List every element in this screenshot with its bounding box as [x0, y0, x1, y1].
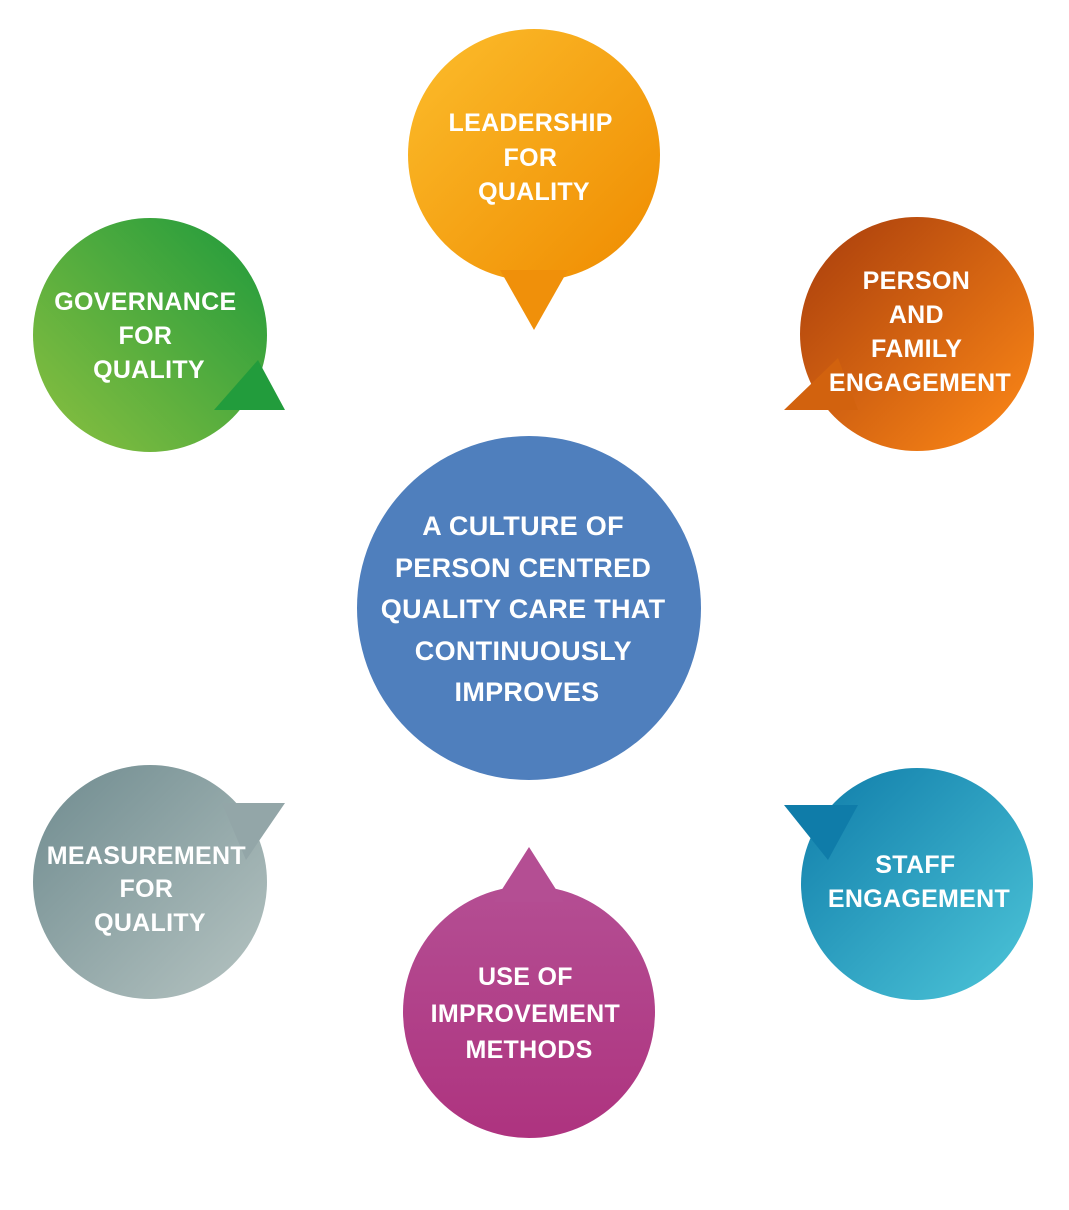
staff-line-1: STAFF [875, 851, 955, 879]
person-family-bubble: PERSON AND FAMILY ENGAGEMENT [784, 217, 1034, 451]
governance-text: GOVERNANCE FOR QUALITY [54, 288, 243, 384]
improvement-methods-line-1: USE OF [478, 963, 573, 991]
center-line-2: PERSON CENTRED [395, 553, 651, 583]
center-line-1: A CULTURE OF [422, 511, 624, 541]
measurement-circle [33, 765, 267, 999]
measurement-line-1: MEASUREMENT [47, 842, 246, 870]
person-family-pointer [784, 358, 858, 410]
staff-text: STAFF ENGAGEMENT [828, 851, 1010, 913]
leadership-text: LEADERSHIP FOR QUALITY [449, 109, 620, 206]
governance-line-2: FOR [119, 322, 173, 350]
improvement-methods-circle [403, 886, 655, 1138]
staff-bubble: STAFF ENGAGEMENT [784, 768, 1033, 1000]
leadership-line-2: FOR [504, 144, 558, 172]
center-line-3: QUALITY CARE THAT [381, 594, 666, 624]
improvement-methods-line-2: IMPROVEMENT [431, 1000, 620, 1028]
governance-bubble: GOVERNANCE FOR QUALITY [33, 218, 285, 452]
person-family-line-1: PERSON [863, 267, 970, 295]
governance-circle [33, 218, 267, 452]
leadership-line-3: QUALITY [478, 178, 590, 206]
center-line-4: CONTINUOUSLY [415, 636, 632, 666]
measurement-line-2: FOR [120, 875, 174, 903]
person-family-line-2: AND [889, 301, 944, 329]
person-family-line-3: FAMILY [871, 335, 962, 363]
person-family-line-4: ENGAGEMENT [829, 369, 1011, 397]
governance-pointer [214, 360, 285, 410]
leadership-line-1: LEADERSHIP [449, 109, 613, 137]
leadership-circle [408, 29, 660, 281]
center-circle [357, 436, 701, 780]
measurement-pointer [222, 803, 285, 860]
leadership-pointer [500, 270, 568, 330]
measurement-text: MEASUREMENT FOR QUALITY [47, 842, 253, 937]
center-bubble: A CULTURE OF PERSON CENTRED QUALITY CARE… [357, 436, 701, 780]
governance-line-3: QUALITY [93, 356, 205, 384]
person-family-text: PERSON AND FAMILY ENGAGEMENT [829, 267, 1011, 397]
person-family-circle [800, 217, 1034, 451]
staff-circle [801, 768, 1033, 1000]
staff-line-2: ENGAGEMENT [828, 885, 1010, 913]
center-text: A CULTURE OF PERSON CENTRED QUALITY CARE… [381, 511, 673, 707]
measurement-line-3: QUALITY [94, 909, 206, 937]
governance-line-1: GOVERNANCE [54, 288, 236, 316]
improvement-methods-bubble: USE OF IMPROVEMENT METHODS [403, 847, 655, 1138]
improvement-methods-text: USE OF IMPROVEMENT METHODS [431, 963, 628, 1064]
center-line-5: IMPROVES [455, 677, 600, 707]
staff-pointer [784, 805, 858, 860]
measurement-bubble: MEASUREMENT FOR QUALITY [33, 765, 285, 999]
leadership-bubble: LEADERSHIP FOR QUALITY [408, 29, 660, 330]
improvement-methods-pointer [494, 847, 564, 902]
improvement-methods-line-3: METHODS [465, 1036, 592, 1064]
